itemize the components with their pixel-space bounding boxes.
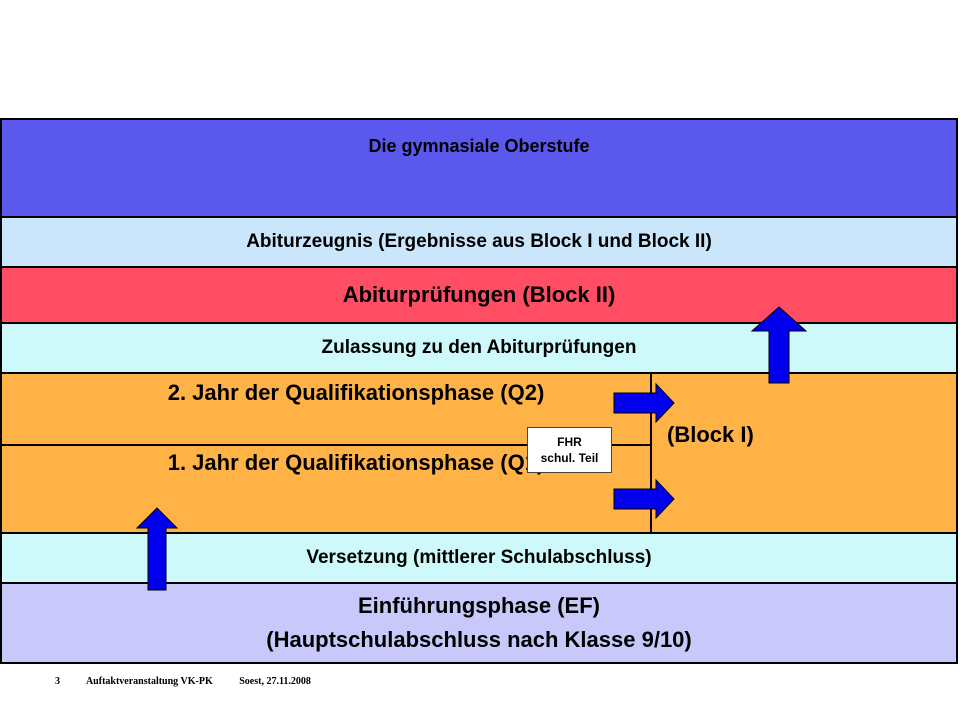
fhr-line1: FHR xyxy=(557,435,582,449)
q1-row: 1. Jahr der Qualifikationsphase (Q1) xyxy=(2,450,650,530)
fhr-box: FHR schul. Teil xyxy=(527,427,612,473)
page-number: 3 xyxy=(55,676,60,687)
qualifikationsphase-band: 2. Jahr der Qualifikationsphase (Q2) 1. … xyxy=(0,372,958,532)
einfuehrungsphase-band: Einführungsphase (EF) (Hauptschulabschlu… xyxy=(0,582,958,664)
ef-line1: Einführungsphase (EF) xyxy=(358,593,600,618)
q2-row: 2. Jahr der Qualifikationsphase (Q2) xyxy=(2,380,650,446)
q1-label: 1. Jahr der Qualifikationsphase (Q1) xyxy=(167,450,545,475)
abiturpruefungen-band: Abiturprüfungen (Block II) xyxy=(0,266,958,322)
ef-line2: (Hauptschulabschluss nach Klasse 9/10) xyxy=(266,627,692,652)
versetzung-label: Versetzung (mittlerer Schulabschluss) xyxy=(306,547,652,568)
fhr-line2: schul. Teil xyxy=(540,451,599,465)
q-divider xyxy=(2,444,650,446)
arrow-up-icon xyxy=(135,507,179,591)
arrow-right-icon xyxy=(613,478,675,520)
q2-label: 2. Jahr der Qualifikationsphase (Q2) xyxy=(167,380,545,405)
footer-place-date: Soest, 27.11.2008 xyxy=(239,676,311,687)
title-band: Die gymnasiale Oberstufe xyxy=(0,118,958,216)
block-i-label: (Block I) xyxy=(667,422,754,447)
abiturzeugnis-label: Abiturzeugnis (Ergebnisse aus Block I un… xyxy=(246,231,712,252)
zulassung-band: Zulassung zu den Abiturprüfungen xyxy=(0,322,958,372)
diagram-title: Die gymnasiale Oberstufe xyxy=(368,136,590,156)
abiturzeugnis-band: Abiturzeugnis (Ergebnisse aus Block I un… xyxy=(0,216,958,266)
footer-event: Auftaktveranstaltung VK-PK xyxy=(85,676,213,687)
block-divider xyxy=(650,374,652,532)
zulassung-label: Zulassung zu den Abiturprüfungen xyxy=(321,337,637,358)
arrow-right-icon xyxy=(613,382,675,424)
footer: 3 Auftaktveranstaltung VK-PK Soest, 27.1… xyxy=(55,676,335,687)
abiturpruefungen-label: Abiturprüfungen (Block II) xyxy=(342,282,616,307)
arrow-up-icon xyxy=(750,306,808,384)
